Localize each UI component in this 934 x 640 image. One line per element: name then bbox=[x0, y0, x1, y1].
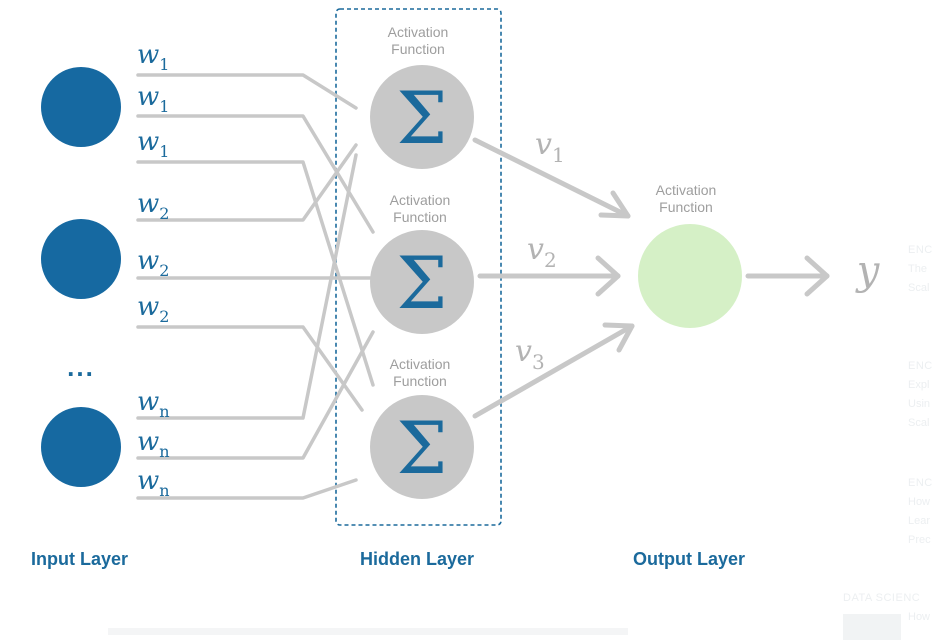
weight-label-wn: wn bbox=[137, 427, 170, 461]
weight-label-wn: wn bbox=[137, 466, 170, 500]
arrow-head bbox=[595, 255, 621, 297]
weight-label-w2: w2 bbox=[137, 189, 169, 223]
ghost-sidebar-item: ENC Expl Usin Scal bbox=[908, 360, 933, 429]
activation-caption: Function bbox=[391, 41, 445, 57]
input-hidden-connections bbox=[136, 73, 375, 500]
weight-label-w2: w2 bbox=[137, 292, 169, 326]
sigma-icon: Σ bbox=[397, 406, 448, 490]
connection-line bbox=[136, 153, 358, 420]
connection-line bbox=[136, 143, 358, 222]
ghost-thumbnail bbox=[843, 614, 901, 640]
activation-caption: Activation bbox=[388, 24, 449, 40]
hidden-output-arrow bbox=[472, 137, 631, 219]
weight-label-w1: w1 bbox=[137, 127, 169, 161]
output-neuron bbox=[638, 224, 742, 328]
weight-label-w2: w2 bbox=[137, 246, 169, 280]
weight-label-wn: wn bbox=[137, 387, 170, 421]
activation-caption: Activation bbox=[656, 182, 717, 198]
connection-line bbox=[136, 114, 375, 234]
connection-line bbox=[136, 478, 358, 500]
input-ellipsis: ... bbox=[67, 352, 95, 382]
input-node bbox=[41, 407, 121, 487]
activation-caption: Activation bbox=[390, 192, 451, 208]
arrow-head bbox=[602, 322, 635, 353]
hidden-output-arrow bbox=[472, 323, 635, 419]
activation-caption: Activation bbox=[390, 356, 451, 372]
sigma-icon: Σ bbox=[397, 76, 448, 160]
weight-label-w1: w1 bbox=[137, 82, 169, 116]
weight-label-w1: w1 bbox=[137, 40, 169, 74]
activation-caption: Function bbox=[659, 199, 713, 215]
ghost-sidebar-item: ENC The Scal bbox=[908, 244, 933, 294]
input-node bbox=[41, 67, 121, 147]
connection-line bbox=[136, 160, 375, 387]
ghost-sidebar-item: ENC How Lear Prec bbox=[908, 477, 933, 546]
output-weight-v1: v1 bbox=[535, 127, 565, 167]
output-layer-label: Output Layer bbox=[633, 549, 746, 569]
activation-caption: Function bbox=[393, 373, 447, 389]
ghost-sidebar-item: DATA SCIENC How bbox=[843, 592, 931, 623]
activation-caption: Function bbox=[393, 209, 447, 225]
connection-line bbox=[136, 330, 375, 460]
hidden-neuron bbox=[370, 395, 474, 499]
hidden-neuron bbox=[370, 230, 474, 334]
output-symbol: y bbox=[855, 248, 881, 294]
ghost-text-line bbox=[108, 628, 628, 635]
sigma-icon: Σ bbox=[397, 241, 448, 325]
input-layer-label: Input Layer bbox=[31, 549, 129, 569]
connection-line bbox=[136, 73, 358, 110]
output-weight-v2: v2 bbox=[527, 232, 557, 272]
connection-line bbox=[136, 325, 364, 412]
arrow-head bbox=[598, 190, 631, 219]
input-node bbox=[41, 219, 121, 299]
output-weight-v3: v3 bbox=[515, 334, 545, 374]
hidden-neuron bbox=[370, 65, 474, 169]
hidden-layer-label: Hidden Layer bbox=[360, 549, 475, 569]
arrow-head bbox=[804, 255, 830, 297]
